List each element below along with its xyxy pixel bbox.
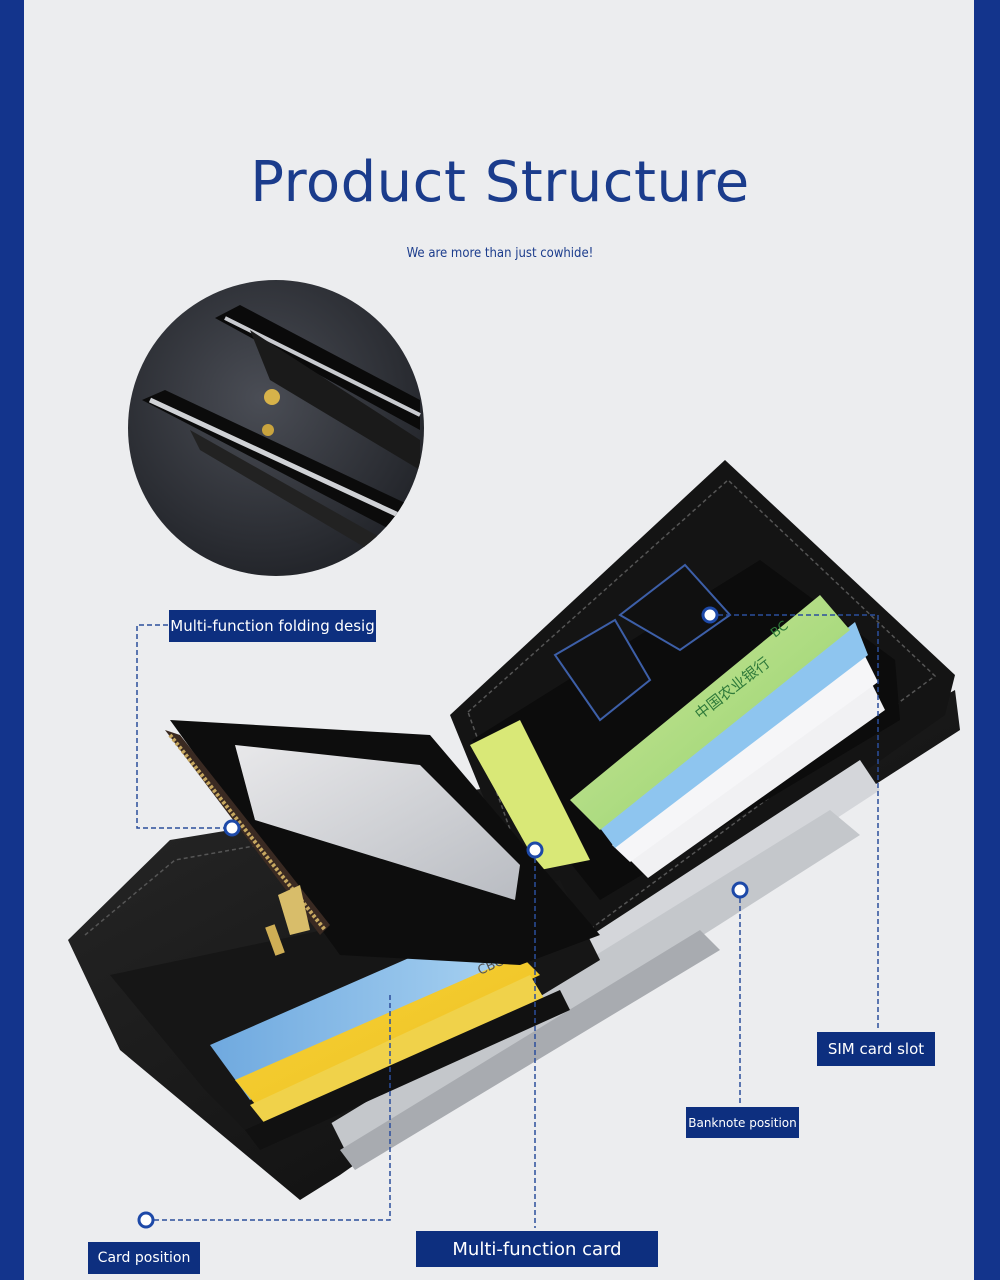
label-sim-card-slot: SIM card slot: [817, 1032, 935, 1066]
label-folding-design: Multi-function folding desig: [169, 610, 376, 642]
left-border-bar: [0, 0, 24, 1280]
page-title: Product Structure: [250, 150, 750, 215]
right-border-bar: [974, 0, 1000, 1280]
callout-dots: [137, 606, 749, 1229]
label-banknote-position: Banknote position: [686, 1107, 799, 1138]
wallet: 中国农业银行 BC CBC: [68, 460, 960, 1200]
callout-leaders: [136, 614, 879, 1228]
detail-zoom-circle: [128, 280, 424, 576]
label-card-position: Card position: [88, 1242, 200, 1274]
label-multi-function-card: Multi-function card: [416, 1231, 658, 1267]
page-subtitle: We are more than just cowhide!: [406, 246, 594, 261]
